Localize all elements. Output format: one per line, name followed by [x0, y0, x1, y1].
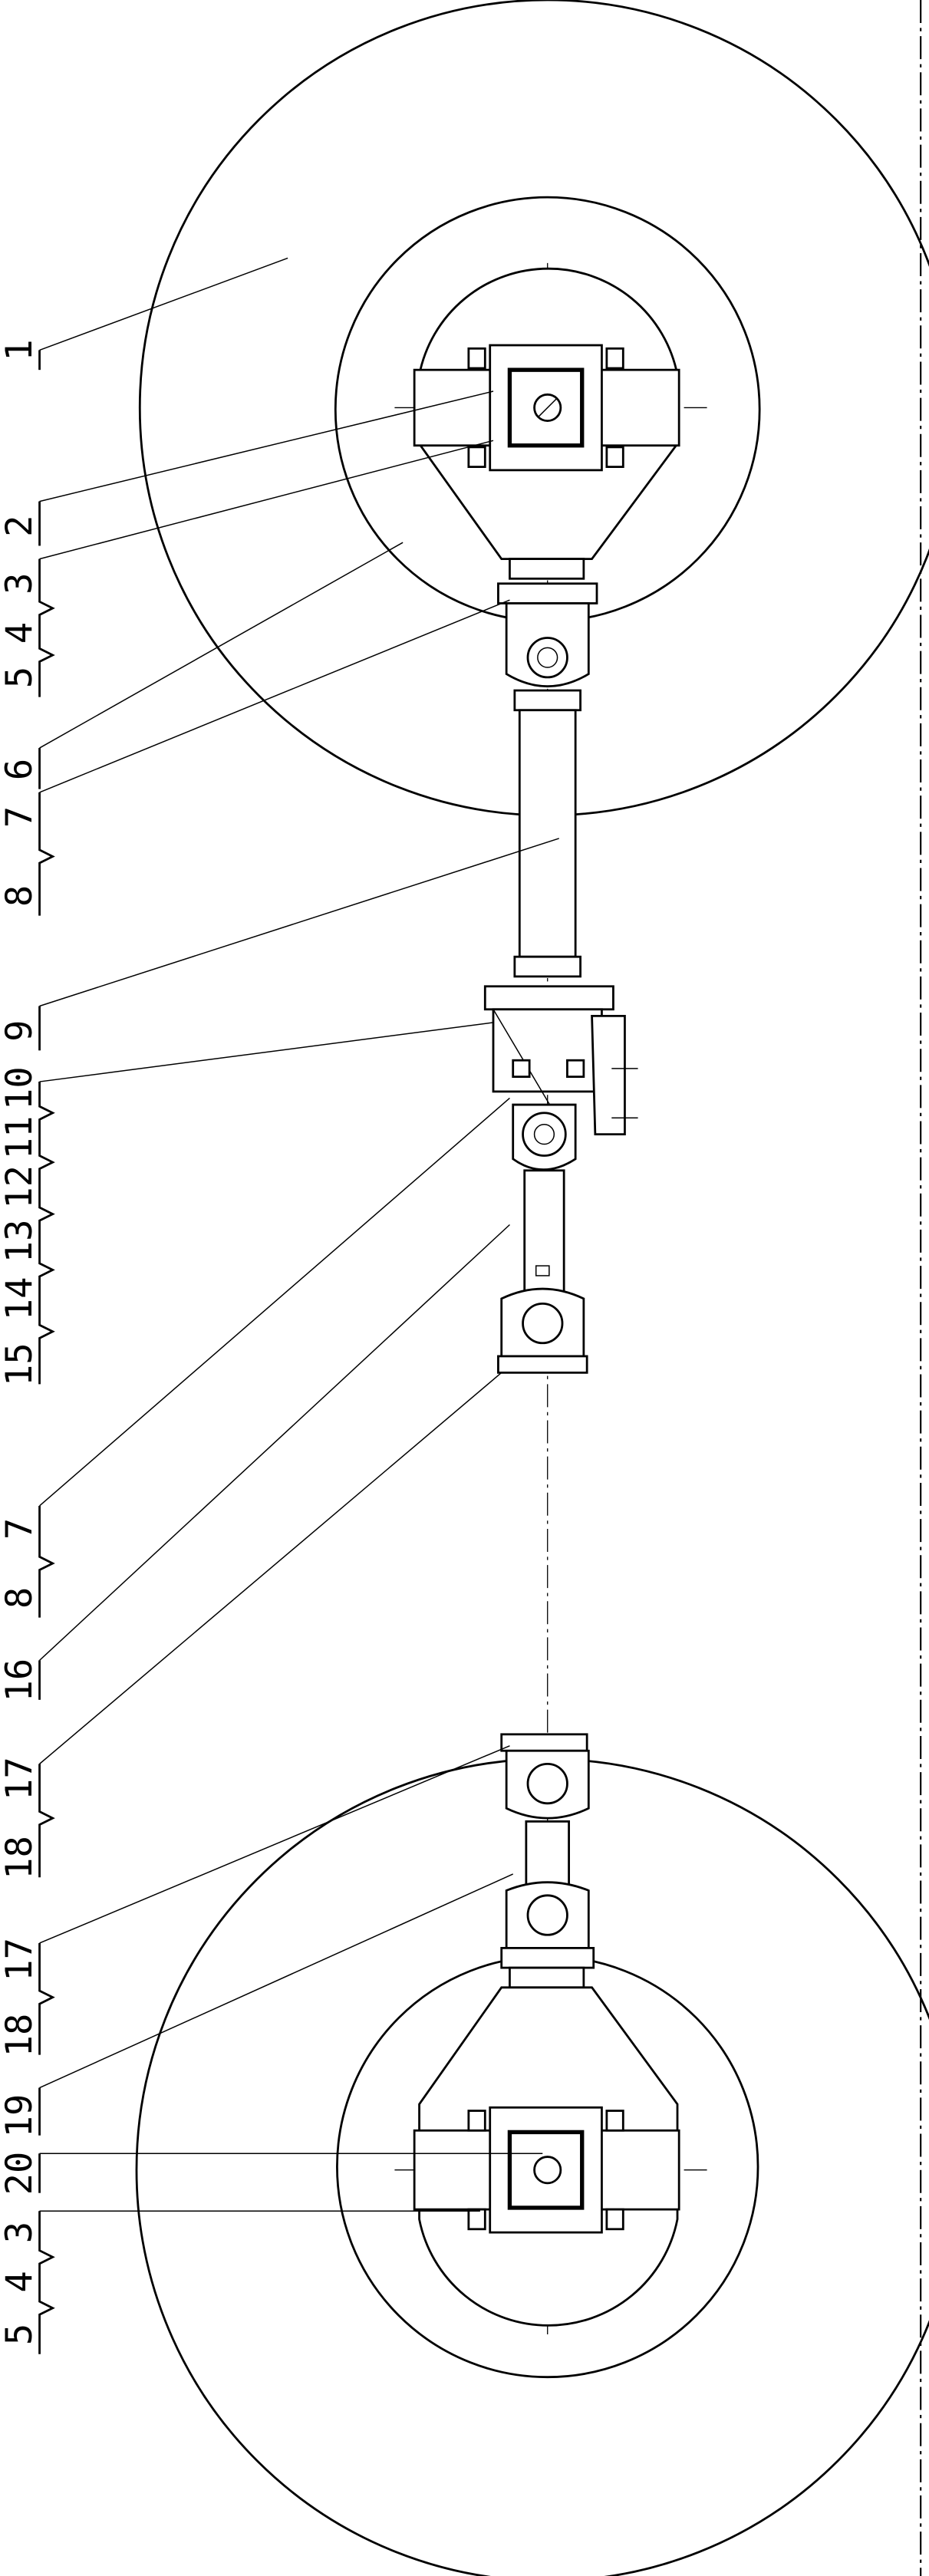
lower-bolts [467, 2110, 624, 2231]
part-number-label: 8 [0, 885, 41, 907]
callout-bracket [38, 1764, 55, 1878]
callout-group: 3 4 5 [0, 440, 494, 697]
part-number-label: 13 [0, 1220, 41, 1263]
part-number-label: 4 [0, 2271, 41, 2292]
leader-line [39, 440, 494, 560]
upper-joint-cross [526, 637, 568, 679]
hatch [537, 397, 558, 418]
part-number-label: 3 [0, 2222, 41, 2243]
part-number-label: 20 [0, 2152, 41, 2196]
upper-output-flange [509, 558, 585, 580]
part-number-label: 16 [0, 1659, 41, 1702]
part-number-label: 10 [0, 1066, 41, 1110]
lower-mid-joint-cross [522, 1302, 564, 1345]
part-number-label: 11 [0, 1116, 41, 1160]
callout-group: 78 [0, 1097, 510, 1618]
part-number-label: 4 [0, 622, 41, 644]
middle-gearbox [483, 985, 638, 1136]
mid-joint-pin [533, 1124, 555, 1145]
part-number-label: 9 [0, 1020, 41, 1041]
part-number-label: 17 [0, 1938, 41, 1981]
leader-line [39, 1873, 514, 2089]
callout-bracket [38, 1505, 55, 1618]
part-number-label: 7 [0, 806, 41, 828]
callout-group: 3 4 5 [0, 2210, 480, 2354]
mid-output-flange [497, 1355, 588, 1374]
callout-bracket [38, 1082, 55, 1385]
callout-group: 1 [0, 257, 288, 371]
gearbox-bolt [512, 1059, 531, 1079]
upper-yoke-flange [497, 582, 598, 604]
callout-bracket [38, 792, 55, 916]
long-shaft-collar-bottom [513, 955, 581, 978]
part-number-label: 2 [0, 516, 41, 537]
upper-bolts [467, 347, 624, 468]
gearbox-bracket [591, 1014, 626, 1136]
part-number-label: 1 [0, 339, 41, 361]
leader-line [39, 1097, 510, 1507]
leader-line [39, 1745, 510, 1944]
part-number-label: 15 [0, 1342, 41, 1386]
callout-group: 6 [0, 542, 404, 789]
long-shaft-collar-top [513, 689, 581, 712]
callout-group: 16 [0, 1224, 510, 1702]
leader-line [39, 390, 494, 502]
leader-line [39, 838, 559, 1007]
part-number-label: 14 [0, 1277, 41, 1321]
lower-wheel [135, 1733, 929, 2576]
lower-reducer-flange [509, 1966, 585, 1989]
lower-input-flange [500, 1733, 588, 1752]
part-number-label: 18 [0, 1836, 41, 1879]
leader-line [39, 1224, 510, 1661]
mid-joint-cross [522, 1112, 567, 1157]
part-number-label: 17 [0, 1757, 41, 1800]
callout-group: 2 [0, 390, 494, 546]
part-number-label: 5 [0, 2324, 41, 2345]
upper-wheel [139, 0, 929, 817]
gearbox-body [492, 1008, 603, 1093]
callout-bracket [38, 1942, 55, 2055]
long-shaft-tube [518, 709, 577, 958]
leader-line [39, 1372, 502, 1764]
part-number-label: 5 [0, 667, 41, 688]
part-number-label: 18 [0, 2014, 41, 2057]
gearbox-top-flange [483, 985, 614, 1011]
part-number-label: 12 [0, 1165, 41, 1209]
part-number-label: 3 [0, 573, 41, 595]
callout-group: 9 [0, 838, 559, 1051]
lower-yoke-flange [500, 1947, 595, 1969]
upper-joint-pin [537, 647, 558, 668]
lower-axle-hole [533, 2156, 562, 2185]
part-number-label: 19 [0, 2094, 41, 2138]
callout-group: 78 [0, 599, 510, 916]
leader-line [39, 599, 510, 793]
callout-group: 10 11 12 13 14 15 [0, 1022, 494, 1386]
part-number-label: 6 [0, 759, 41, 780]
leader-line [39, 542, 404, 749]
lower-short-shaft [525, 1820, 570, 1892]
lower-joint-cross-2 [526, 1894, 568, 1936]
leader-line [39, 257, 288, 351]
callout-group: 19 [0, 1873, 514, 2138]
part-number-label: 8 [0, 1587, 41, 1609]
lower-joint-cross-1 [526, 1762, 568, 1805]
short-shaft [523, 1169, 565, 1300]
gearbox-bolt [566, 1059, 585, 1079]
callout-group: 20 [0, 2152, 543, 2196]
callout-bracket [38, 2211, 55, 2354]
part-number-label: 7 [0, 1518, 41, 1540]
leader-line [39, 1022, 494, 1082]
callout-bracket [38, 558, 55, 697]
short-shaft-key [535, 1265, 550, 1276]
